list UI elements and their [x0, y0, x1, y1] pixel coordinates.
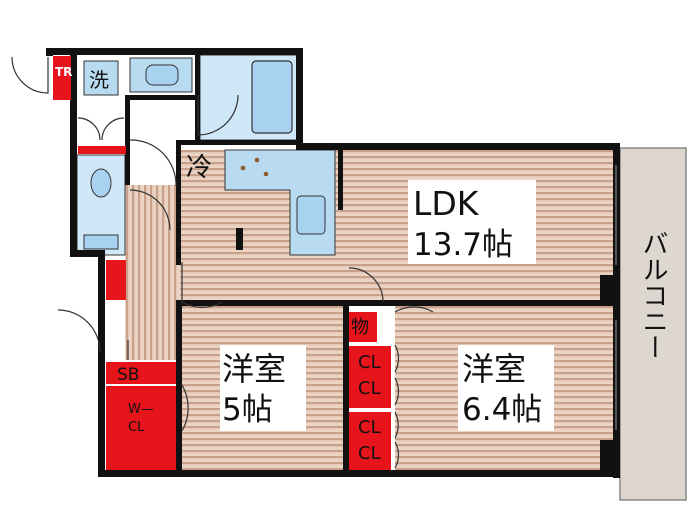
room-a-label-bg — [220, 345, 306, 431]
storage-block — [349, 312, 377, 342]
balcony-area — [619, 147, 687, 501]
room-a-size: 5帖 — [222, 392, 273, 428]
ldk-label-bg — [408, 180, 536, 264]
kitchen-sink — [296, 195, 326, 235]
hallway-floor — [125, 185, 180, 360]
room-b-label-bg — [458, 345, 554, 431]
washer-space — [83, 60, 119, 96]
walk-in-closet-block — [106, 386, 176, 470]
walls — [46, 48, 620, 478]
trunk-room-block — [53, 56, 71, 100]
closet-2-block — [349, 412, 391, 470]
walk-in-closet-label-bottom: CL — [128, 420, 145, 435]
stove-burner — [254, 157, 260, 163]
stove-burner — [263, 171, 269, 177]
door-swings — [11, 56, 434, 469]
fridge-label: 冷 — [186, 153, 212, 183]
shoe-box-block — [106, 362, 176, 384]
hall-pillar — [106, 260, 126, 300]
walk-in-closet-label-top: W— — [128, 402, 154, 417]
trunk-room-label: TR — [55, 65, 72, 79]
ldk-name: LDK — [413, 184, 480, 223]
red-bar — [78, 146, 126, 154]
shoe-box-label: SB — [117, 365, 139, 385]
ldk-size: 13.7帖 — [413, 227, 513, 263]
storage-blocks — [53, 56, 391, 470]
room-a-name: 洋室 — [222, 350, 286, 388]
storage-label: 物 — [351, 317, 369, 338]
room-b-name: 洋室 — [462, 350, 526, 388]
washbasin — [145, 64, 179, 86]
closet-2-label-2: CL — [358, 443, 381, 464]
room-b-size: 6.4帖 — [462, 392, 542, 428]
washer-label: 洗 — [89, 68, 109, 92]
stove-burner — [240, 165, 246, 171]
closet-1-label-2: CL — [358, 378, 381, 399]
bathtub — [251, 60, 293, 134]
closet-1-label: CL — [358, 352, 381, 373]
toilet-tank — [83, 234, 119, 250]
closet-2-label: CL — [358, 417, 381, 438]
closet-1-block — [349, 346, 391, 408]
balcony-label: バルコニー — [638, 230, 668, 360]
toilet-bowl — [90, 168, 112, 198]
